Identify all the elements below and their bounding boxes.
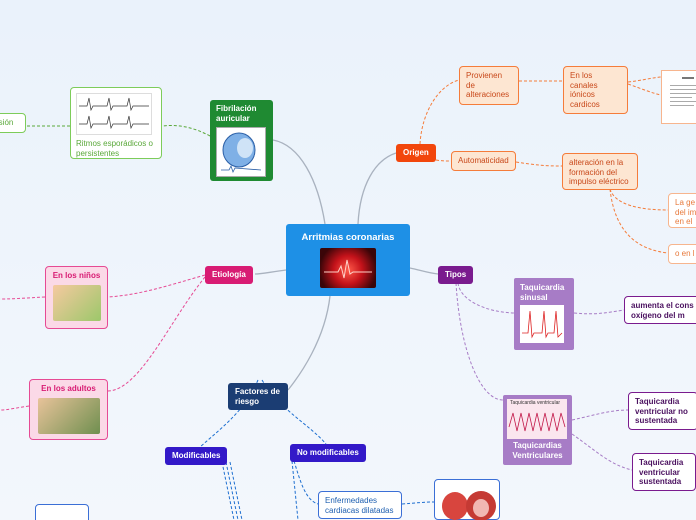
enfermedades-node[interactable]: Enfermedades cardiacas dilatadas [318,491,402,519]
ritmos-node[interactable]: Ritmos esporádicos o persistentes [70,87,162,159]
ventricular-ecg-image: Taquicardia ventricular [507,399,567,439]
central-topic-title: Arritmias coronarias [301,232,395,243]
taquicardias-ventriculares-label: Taquicardias Ventriculares [512,441,563,460]
children-photo [52,284,101,321]
central-topic[interactable]: Arritmias coronarias [286,224,410,296]
adultos-label: En los adultos [41,384,96,393]
la-ge-node[interactable]: La ge del im en el [668,193,696,228]
provienen-node[interactable]: Provienen de alteraciones [459,66,519,105]
canales-node[interactable]: En los canales iónicos cardicos [563,66,628,115]
rsion-node[interactable]: rsión [0,113,26,133]
taquicardias-ventriculares-node[interactable]: Taquicardia ventricular Taquicardias Ven… [503,395,572,465]
ventricular-ecg-caption: Taquicardia ventricular [510,400,561,406]
fibrilacion-label: Fibrilación auricular [216,104,257,123]
ninos-label: En los niños [52,271,101,280]
origen-node[interactable]: Origen [396,144,436,162]
adultos-node[interactable]: En los adultos [29,379,108,440]
dilated-heart-image[interactable] [434,479,500,520]
sostenida-node[interactable]: Taquicardia ventricular sustentada [632,453,696,491]
automaticidad-node[interactable]: Automaticidad [451,151,516,171]
factores-node[interactable]: Factores de riesgo [228,383,288,411]
modificables-node[interactable]: Modificables [165,447,228,465]
adults-photo [37,397,100,434]
heart-image [320,248,376,289]
no-modificables-node[interactable]: No modificables [290,444,366,462]
sinus-ecg-image [520,305,564,344]
taquicardia-sinusal-node[interactable]: Taquicardia sinusal [514,278,574,350]
offscreen-factor-image[interactable] [35,504,89,520]
ecg-image [76,93,152,135]
heart-diagram-image [216,127,266,178]
document-thumbnail[interactable] [661,70,696,124]
etiologia-node[interactable]: Etiología [205,266,253,284]
text-lines-icon [670,77,696,106]
no-sostenida-node[interactable]: Taquicardia ventricular no sustentada [628,392,696,430]
fibrilacion-node[interactable]: Fibrilación auricular [210,100,273,181]
ninos-node[interactable]: En los niños [45,266,108,329]
tipos-node[interactable]: Tipos [438,266,474,284]
aumenta-node[interactable]: aumenta el cons de oxígeno del m [624,296,696,324]
ritmos-label: Ritmos esporádicos o persistentes [76,139,153,158]
alteracion-node[interactable]: alteración en la formación del impulso e… [562,153,638,190]
taquicardia-sinusal-label: Taquicardia sinusal [520,283,565,302]
o-en-node[interactable]: o en l [668,244,696,264]
